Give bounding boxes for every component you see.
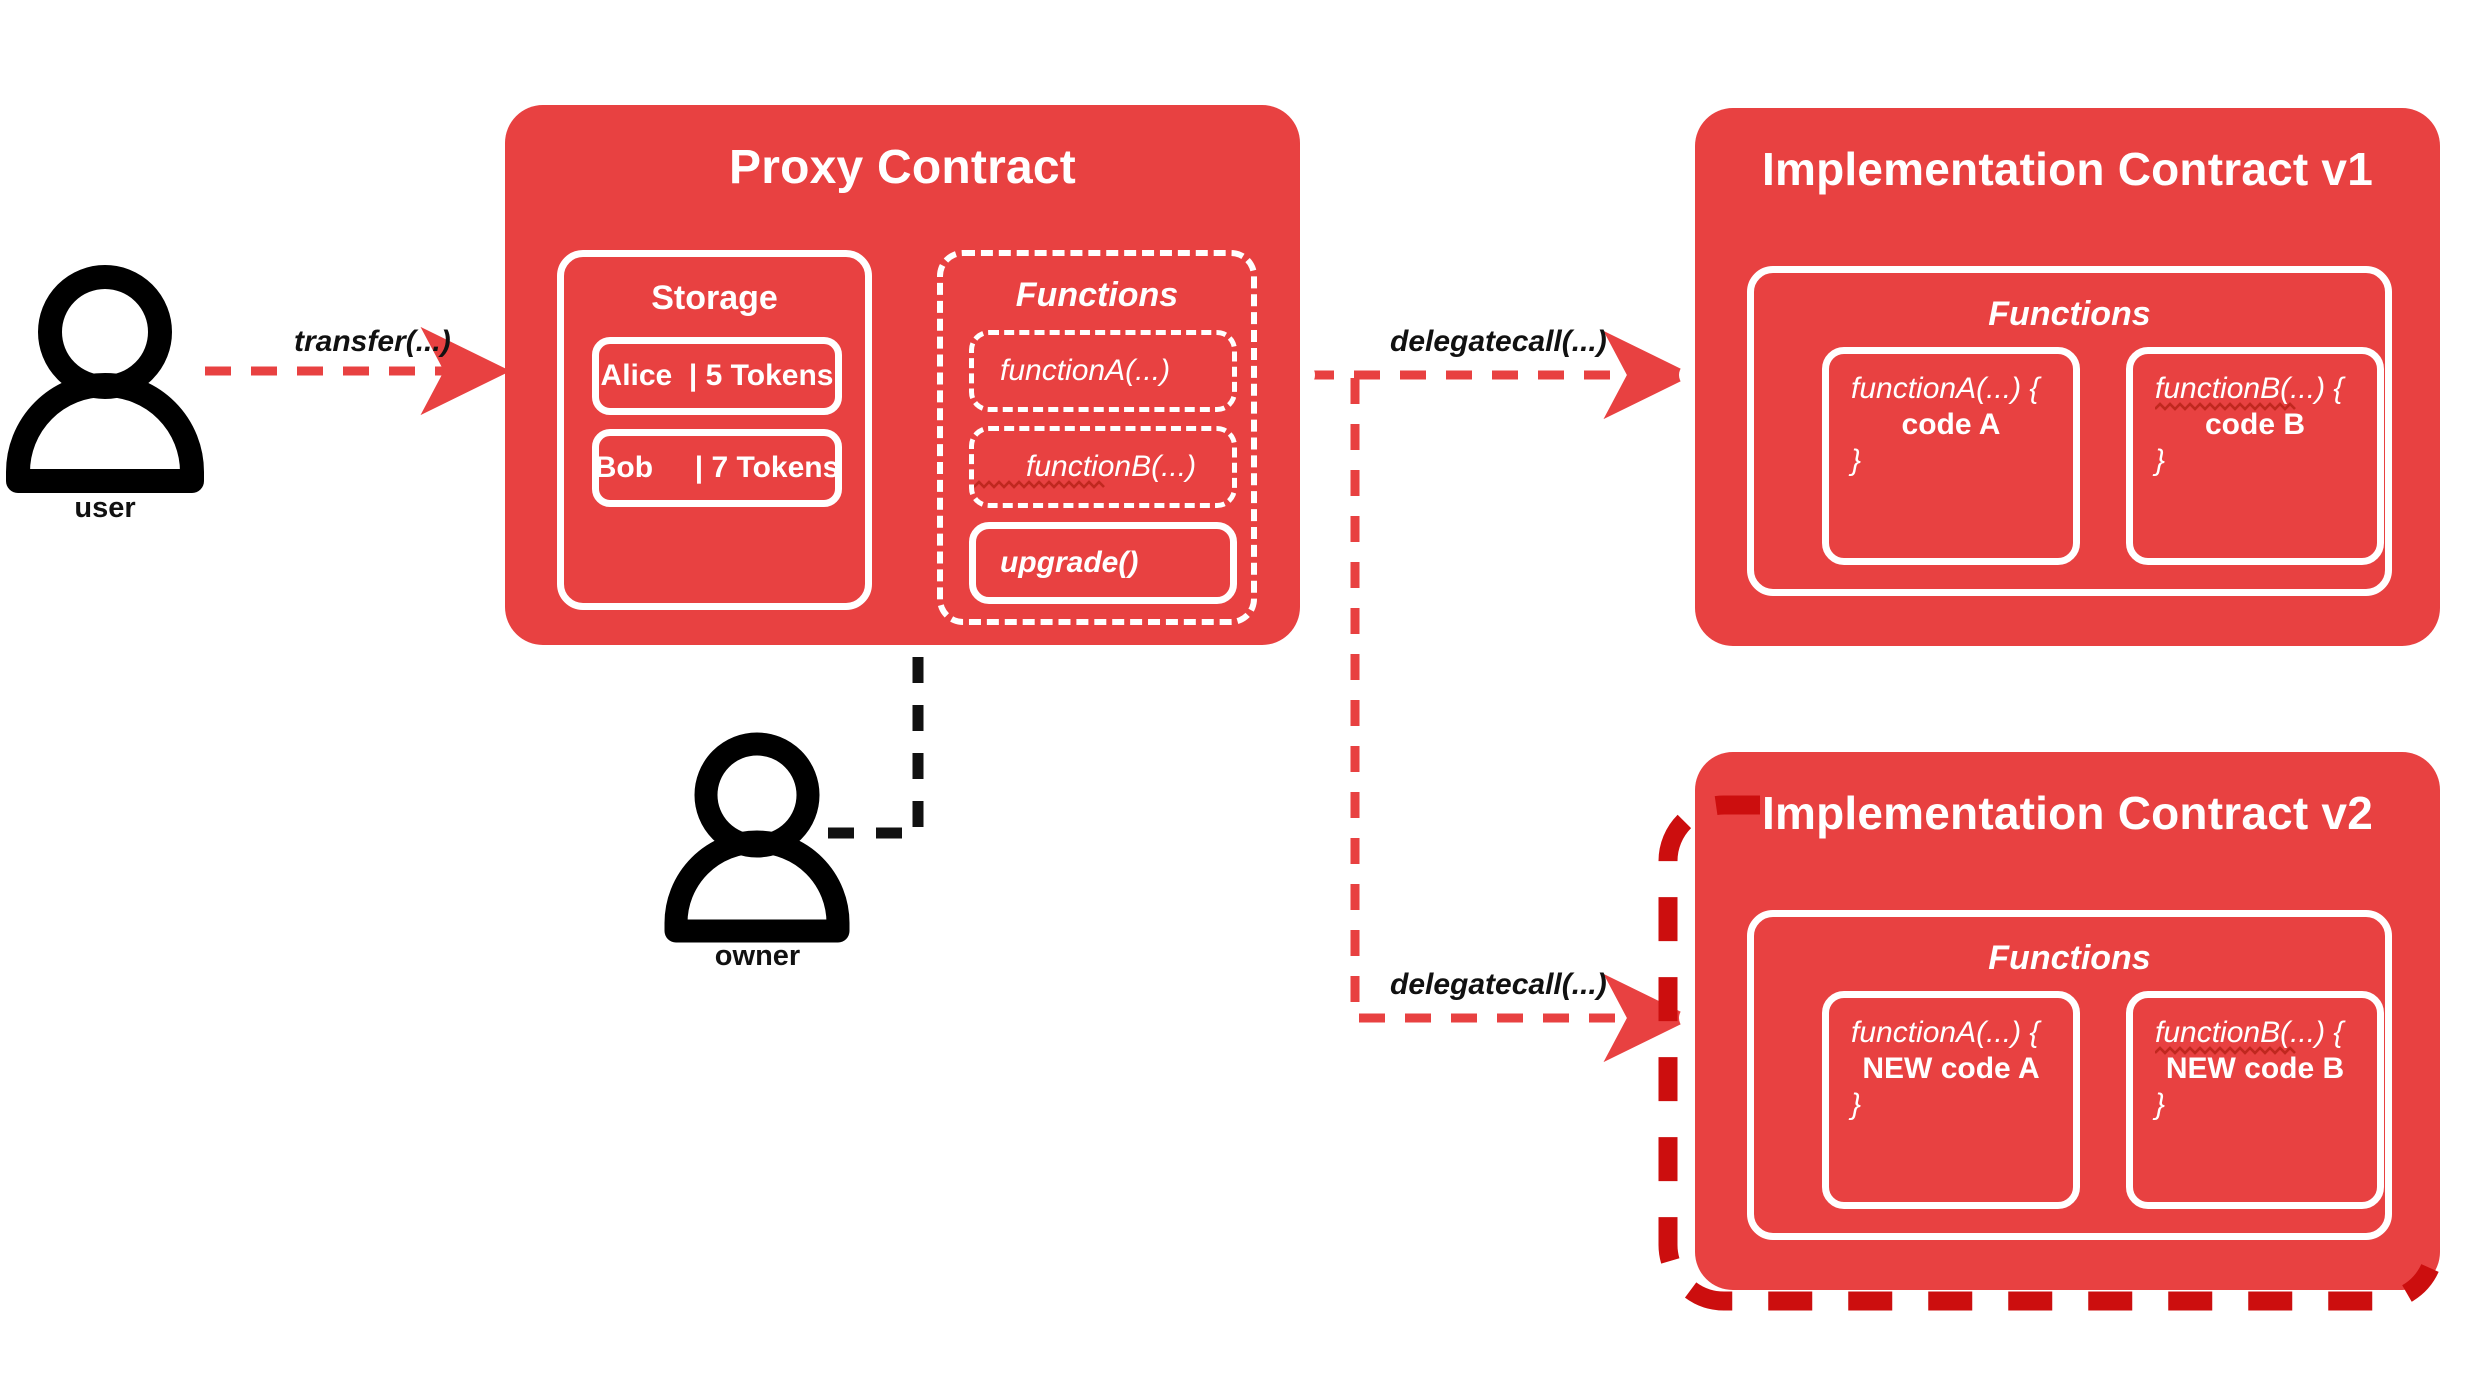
impl-v2-function-b-body: NEW code B — [2165, 1052, 2345, 1085]
impl-v2-functions-title: Functions — [1988, 939, 2151, 977]
proxy-contract[interactable]: Proxy Contract Storage Alice | 5 Tokens … — [505, 105, 1300, 645]
impl-v1-functions-box: Functions functionA(...) { code A } func… — [1747, 266, 2392, 596]
edge-label-transfer: transfer(...) — [294, 325, 451, 358]
impl-v2-function-b-signature: functionB(...) { — [2155, 1016, 2343, 1055]
proxy-functions-box: Functions functionA(...) functionB(...) … — [937, 250, 1257, 625]
impl-v2-function-a-body: NEW code A — [1862, 1052, 2040, 1085]
impl-v2-function-b[interactable]: functionB(...) { NEW code B } — [2126, 991, 2384, 1209]
impl-v1-function-a-body: code A — [1901, 408, 2001, 441]
impl-v1-contract[interactable]: Implementation Contract v1 Functions fun… — [1695, 108, 2440, 646]
user-icon — [6, 265, 204, 493]
impl-v2-function-b-close: } — [2155, 1088, 2166, 1121]
proxy-function-a-label: functionA(...) — [1000, 354, 1171, 387]
impl-v2-function-a-close: } — [1851, 1088, 1862, 1121]
spellcheck-squiggle-icon — [2155, 402, 2296, 411]
proxy-functions-title: Functions — [1015, 276, 1179, 314]
impl-v2-function-a[interactable]: functionA(...) { NEW code A } — [1822, 991, 2080, 1209]
impl-v2-contract[interactable]: Implementation Contract v2 Functions fun… — [1695, 752, 2440, 1290]
proxy-upgrade-function[interactable]: upgrade() — [969, 522, 1237, 604]
spellcheck-squiggle-icon — [2155, 1046, 2296, 1055]
user-label: user — [74, 492, 136, 524]
proxy-function-b-label: functionB(...) — [974, 450, 1196, 489]
impl-v1-title: Implementation Contract v1 — [1762, 143, 2373, 195]
impl-v2-functions-box: Functions functionA(...) { NEW code A } … — [1747, 910, 2392, 1240]
impl-v2-function-a-signature: functionA(...) { — [1851, 1016, 2040, 1049]
impl-v1-function-b-close: } — [2155, 444, 2166, 477]
impl-v1-function-a-signature: functionA(...) { — [1851, 372, 2040, 405]
proxy-storage-box: Storage Alice | 5 Tokens Bob | 7 Tokens — [557, 250, 872, 610]
storage-row-alice: Alice | 5 Tokens — [592, 337, 842, 415]
edge-label-delegatecall-v1: delegatecall(...) — [1390, 325, 1607, 358]
impl-v1-function-b-signature: functionB(...) { — [2155, 372, 2343, 411]
owner-icon — [664, 732, 850, 943]
spellcheck-squiggle-icon — [974, 480, 1105, 489]
edge-delegatecall-v2 — [1350, 378, 1694, 1063]
impl-v1-function-a-close: } — [1851, 444, 1862, 477]
owner-label: owner — [714, 940, 801, 972]
storage-row-bob: Bob | 7 Tokens — [592, 429, 842, 507]
proxy-function-b[interactable]: functionB(...) — [969, 426, 1237, 508]
storage-row-bob-text: Bob | 7 Tokens — [594, 451, 840, 484]
proxy-function-a[interactable]: functionA(...) — [969, 330, 1237, 412]
proxy-storage-title: Storage — [651, 279, 778, 317]
impl-v1-functions-title: Functions — [1988, 295, 2151, 333]
impl-v1-function-b-body: code B — [2204, 408, 2306, 441]
proxy-upgrade-function-label: upgrade() — [1000, 546, 1139, 579]
impl-v1-function-a[interactable]: functionA(...) { code A } — [1822, 347, 2080, 565]
impl-v2-title: Implementation Contract v2 — [1762, 787, 2373, 839]
edge-label-delegatecall-v2: delegatecall(...) — [1390, 968, 1607, 1001]
impl-v1-function-b[interactable]: functionB(...) { code B } — [2126, 347, 2384, 565]
proxy-contract-title: Proxy Contract — [729, 141, 1076, 194]
storage-row-alice-text: Alice | 5 Tokens — [600, 359, 834, 392]
